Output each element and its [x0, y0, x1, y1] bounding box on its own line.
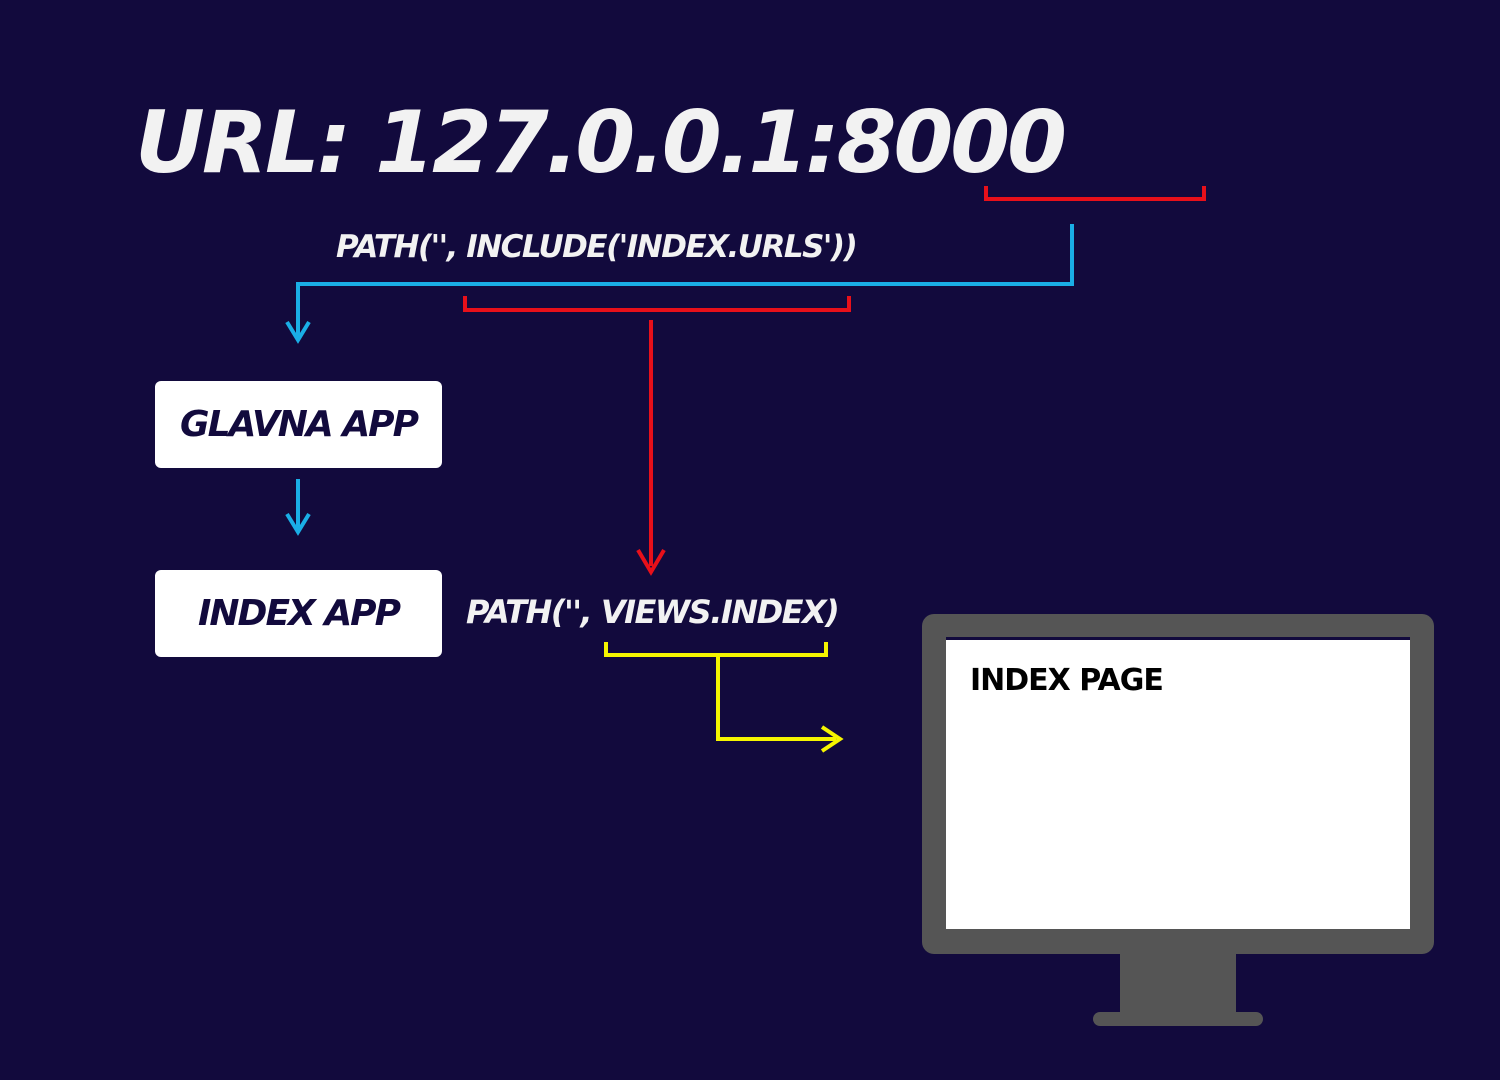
url-title: URL: 127.0.0.1:8000 [135, 93, 1067, 193]
index-app-label: INDEX APP [198, 593, 401, 634]
path-views-code: PATH('', VIEWS.INDEX) [466, 593, 840, 631]
blue-arrowhead-2 [285, 512, 311, 536]
blue-arrowhead-1 [285, 320, 311, 344]
glavna-app-label: GLAVNA APP [180, 404, 419, 445]
path-include-code: PATH('', INCLUDE('INDEX.URLS')) [336, 229, 858, 265]
yellow-arrowhead [820, 725, 844, 753]
monitor-stand [1120, 953, 1236, 1015]
include-bracket-red [463, 296, 851, 312]
monitor-base [1093, 1012, 1263, 1026]
red-arrowhead [636, 548, 666, 576]
views-bracket-yellow [604, 642, 828, 657]
monitor-screen [946, 637, 1410, 929]
blue-connector-to-glavna [296, 224, 1074, 338]
yellow-connector-to-monitor [716, 655, 836, 741]
index-app-box: INDEX APP [155, 570, 442, 657]
url-bracket-red [984, 186, 1206, 201]
glavna-app-box: GLAVNA APP [155, 381, 442, 468]
index-page-label: INDEX PAGE [970, 663, 1164, 698]
